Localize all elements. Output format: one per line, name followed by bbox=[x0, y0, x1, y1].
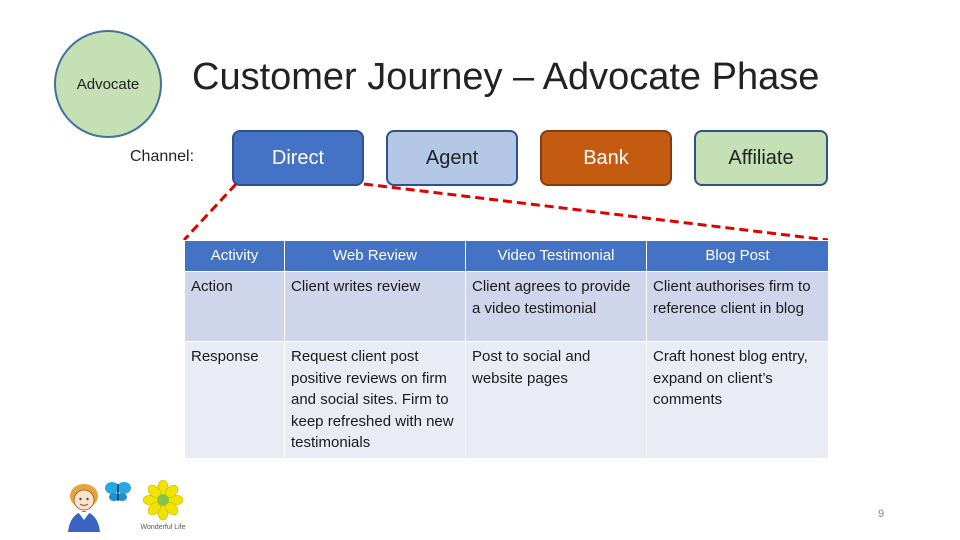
header-video-testimonial: Video Testimonial bbox=[465, 240, 647, 272]
header-blog-post: Blog Post bbox=[646, 240, 829, 272]
cell-action-label: Action bbox=[184, 271, 285, 342]
connector-line-right bbox=[363, 182, 829, 242]
cell-action-video-testimonial: Client agrees to provide a video testimo… bbox=[465, 271, 647, 342]
advocate-activities-table: Activity Web Review Video Testimonial Bl… bbox=[184, 240, 829, 459]
cartoon-person-butterfly-logo bbox=[68, 482, 131, 532]
cell-response-blog-post: Craft honest blog entry, expand on clien… bbox=[646, 341, 829, 459]
slide-title: Customer Journey – Advocate Phase bbox=[192, 56, 820, 98]
page-number: 9 bbox=[878, 508, 885, 520]
advocate-phase-badge: Advocate bbox=[54, 30, 162, 138]
table-header-row: Activity Web Review Video Testimonial Bl… bbox=[184, 240, 829, 272]
cell-action-web-review: Client writes review bbox=[284, 271, 466, 342]
cell-action-blog-post: Client authorises firm to reference clie… bbox=[646, 271, 829, 342]
header-activity: Activity bbox=[184, 240, 285, 272]
cell-response-video-testimonial: Post to social and website pages bbox=[465, 341, 647, 459]
channel-direct: Direct bbox=[232, 130, 364, 186]
cell-response-web-review: Request client post positive reviews on … bbox=[284, 341, 466, 459]
channel-affiliate: Affiliate bbox=[694, 130, 828, 186]
sunflower-logo: Wonderful Life bbox=[140, 480, 186, 531]
channel-agent: Agent bbox=[386, 130, 518, 186]
channel-affiliate-label: Affiliate bbox=[728, 146, 794, 169]
cell-response-label: Response bbox=[184, 341, 285, 459]
channel-agent-label: Agent bbox=[425, 146, 479, 169]
channel-label: Channel: bbox=[130, 148, 195, 165]
table-row-action: Action Client writes review Client agree… bbox=[184, 271, 829, 342]
channel-direct-label: Direct bbox=[271, 146, 325, 169]
logo-text: Wonderful Life bbox=[140, 524, 185, 531]
channel-bank: Bank bbox=[540, 130, 672, 186]
butterfly-icon bbox=[105, 482, 131, 501]
header-web-review: Web Review bbox=[284, 240, 466, 272]
channel-bank-label: Bank bbox=[583, 146, 629, 169]
badge-label: Advocate bbox=[76, 75, 140, 93]
table-row-response: Response Request client post positive re… bbox=[184, 341, 829, 459]
connector-line-left bbox=[182, 182, 238, 242]
